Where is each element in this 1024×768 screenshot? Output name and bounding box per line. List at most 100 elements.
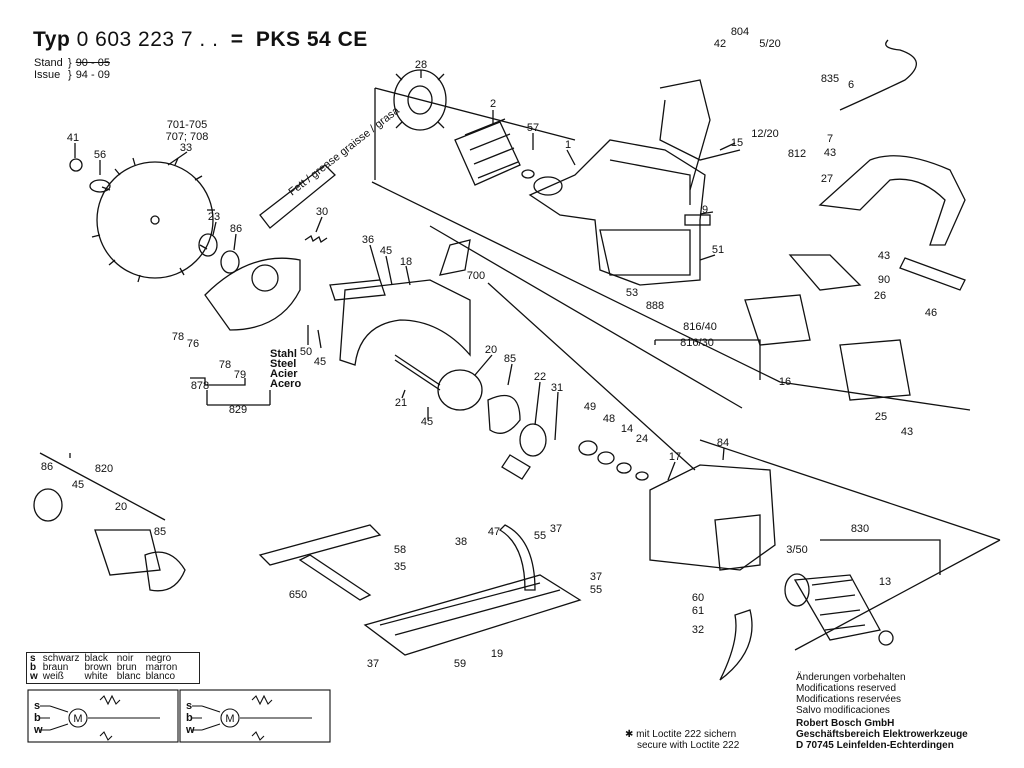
part-callout: 45: [72, 479, 84, 491]
switch-part: [744, 294, 811, 346]
part-callout: 78: [219, 359, 231, 371]
part-callout: 45: [314, 356, 326, 368]
wiring-schematic-right: [179, 689, 331, 743]
gear-part: [519, 423, 547, 457]
schematic-terminal-label: s: [186, 700, 192, 712]
part-callout: 55: [590, 584, 602, 596]
legend-cell-es: negro: [145, 653, 172, 664]
part-callout: 76: [187, 338, 199, 350]
part-callout: 820: [95, 463, 113, 475]
parallel-fence: [258, 524, 382, 566]
part-callout: 36: [362, 234, 374, 246]
part-callout: 43: [901, 426, 913, 438]
part-callout: 42: [714, 38, 726, 50]
ring-part: [220, 250, 240, 274]
trim-strip: [899, 257, 966, 291]
schematic-terminal-label: b: [186, 712, 193, 724]
grease-tube-text: Fett / grease graisse / grasa: [286, 104, 402, 198]
part-callout: 60: [692, 592, 704, 604]
part-callout: 33: [180, 142, 192, 154]
part-callout: 90: [878, 274, 890, 286]
issue-value: 94 - 09: [75, 69, 110, 81]
part-callout: 48: [603, 413, 615, 425]
part-callout: 49: [584, 401, 596, 413]
blade-guard: [204, 257, 301, 331]
part-callout: 14: [621, 423, 633, 435]
part-callout: 878: [191, 380, 209, 392]
part-callout: 835: [821, 73, 839, 85]
fan-part: [393, 69, 447, 131]
gear-housing: [649, 464, 776, 571]
part-callout: 1: [565, 139, 571, 151]
upper-guard: [339, 279, 471, 366]
part-callout: 6: [848, 79, 854, 91]
part-callout: 51: [712, 244, 724, 256]
legend-cell-de: braun: [42, 662, 69, 673]
typ-label: Typ: [33, 28, 71, 51]
part-callout: 816/30: [680, 337, 714, 349]
guard-hub: [251, 264, 279, 292]
part-callout: 45: [380, 245, 392, 257]
model-name: PKS 54 CE: [255, 28, 368, 51]
legend-cell-es: marron: [145, 662, 178, 673]
part-callout: 20: [485, 344, 497, 356]
legend-cell-fr: blanc: [116, 671, 141, 682]
part-callout: 43: [878, 250, 890, 262]
legend-cell-fr: noir: [116, 653, 134, 664]
modifications-note: Änderungen vorbehalten Modifications res…: [796, 672, 906, 716]
part-callout: 45: [421, 416, 433, 428]
part-callout: 20: [115, 501, 127, 513]
division-name: Geschäftsbereich Elektrowerkzeuge: [796, 729, 968, 740]
part-callout: 85: [504, 353, 516, 365]
saw-blade: [69, 157, 215, 283]
part-callout: 32: [692, 624, 704, 636]
legend-cell-key: w: [30, 671, 38, 682]
part-callout: 22: [534, 371, 546, 383]
company-address: D 70745 Leinfelden-Echterdingen: [796, 740, 954, 751]
schematic-terminal-label: w: [33, 724, 43, 736]
part-callout: 7: [827, 133, 833, 145]
part-callout: 55: [534, 530, 546, 542]
changes-fr: Modifications reservées: [796, 694, 902, 705]
part-callout: 78: [172, 331, 184, 343]
bevel-bracket: [498, 524, 536, 591]
part-callout: 812: [788, 148, 806, 160]
company-name: Robert Bosch GmbH: [796, 718, 895, 729]
part-callout: 700: [467, 270, 485, 282]
part-callout: 31: [551, 382, 563, 394]
bearing-part: [533, 176, 563, 196]
legend-cell-en: black: [84, 653, 108, 664]
part-callout: 30: [316, 206, 328, 218]
guard-material-label: Stahl: [270, 348, 297, 360]
part-callout: 37: [590, 571, 602, 583]
part-callout: 46: [925, 307, 937, 319]
legend-cell-en: white: [84, 671, 108, 682]
part-callout: 43: [824, 147, 836, 159]
part-callout: 50: [300, 346, 312, 358]
part-callout: 9: [702, 204, 708, 216]
part-callout: 650: [289, 589, 307, 601]
changes-de: Änderungen vorbehalten: [796, 672, 906, 683]
part-callout: 707; 708: [166, 131, 209, 143]
stand-label: Stand: [34, 57, 63, 69]
part-callout: 58: [394, 544, 406, 556]
spring-part: [304, 235, 328, 243]
part-callout: 84: [717, 437, 729, 449]
part-callout: 86: [41, 461, 53, 473]
part-callout: 86: [230, 223, 242, 235]
guard-material-label: Steel: [270, 358, 296, 370]
part-callout: 830: [851, 523, 869, 535]
part-callout: 38: [455, 536, 467, 548]
power-cord: [839, 39, 917, 111]
legend-cell-de: schwarz: [42, 653, 80, 664]
handle-part: [818, 155, 966, 246]
grease-tube: [259, 164, 336, 229]
part-callout: 79: [234, 369, 246, 381]
gear-shaft: [501, 454, 531, 480]
schematic-terminal-label: s: [34, 700, 40, 712]
